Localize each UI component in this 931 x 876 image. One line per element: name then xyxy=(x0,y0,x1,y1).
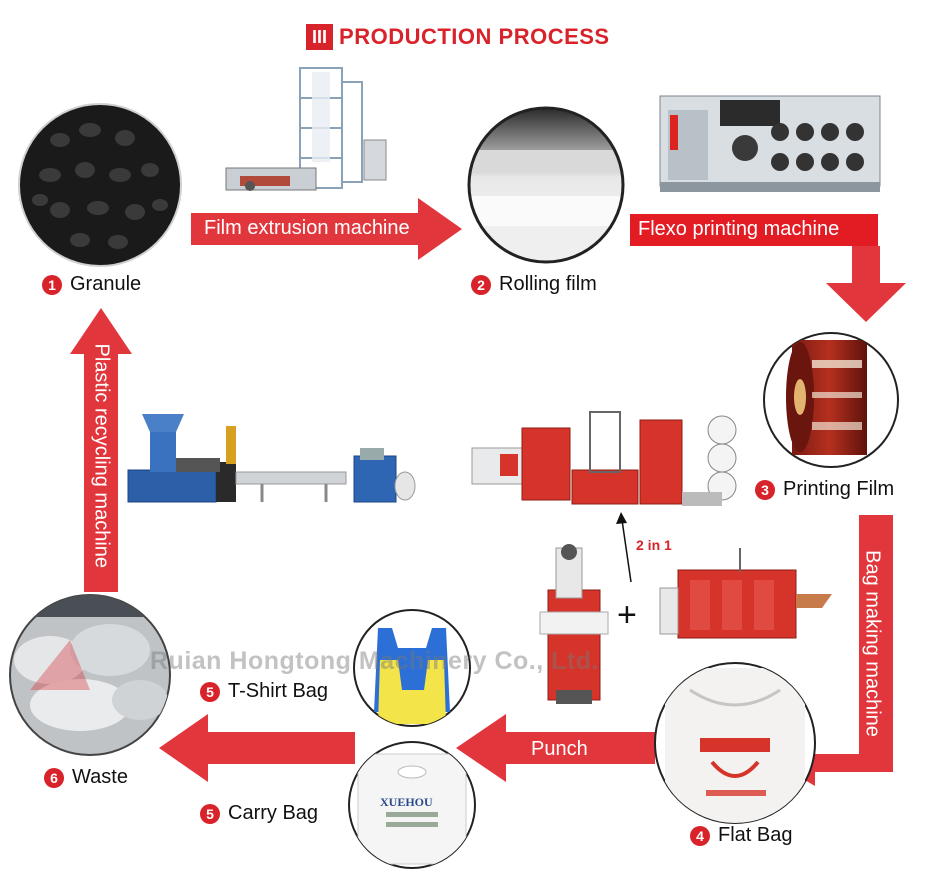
flat-bag-image xyxy=(654,662,816,824)
step-number: 5 xyxy=(200,681,220,702)
film-extrusion-machine-image xyxy=(225,67,387,191)
title-badge: III xyxy=(306,24,334,50)
arrow-waste xyxy=(159,714,355,782)
printing-film-image xyxy=(763,332,899,468)
title-text: PRODUCTION PROCESS xyxy=(339,24,610,49)
step-rolling-film: 2 Rolling film xyxy=(471,273,597,296)
two-in-one-label: 2 in 1 xyxy=(636,537,672,553)
step-number: 4 xyxy=(690,825,710,846)
step-printing-film: 3 Printing Film xyxy=(755,478,894,501)
step-number: 1 xyxy=(42,274,62,295)
step-carry-bag: 5 Carry Bag xyxy=(200,802,318,825)
step-label: T-Shirt Bag xyxy=(228,680,329,702)
step-label: Rolling film xyxy=(499,273,597,295)
step-label: Flat Bag xyxy=(718,824,793,846)
two-in-one-arrow xyxy=(616,512,632,583)
flexo-arrow-label: Flexo printing machine xyxy=(638,218,840,240)
carry-bag-image xyxy=(348,741,476,869)
punch-arrow-label: Punch xyxy=(531,738,588,760)
arrow-flexo-down xyxy=(630,214,906,322)
step-label: Carry Bag xyxy=(228,802,319,824)
step-flat-bag: 4 Flat Bag xyxy=(690,824,792,847)
flexo-printing-machine-image xyxy=(659,95,881,192)
step-number: 6 xyxy=(44,767,64,788)
page-title: III PRODUCTION PROCESS xyxy=(306,24,610,50)
granule-image xyxy=(18,103,182,267)
step-t-shirt-bag: 5 T-Shirt Bag xyxy=(200,680,328,703)
bag-making-machine-image xyxy=(471,411,737,506)
side-sealing-machine-image xyxy=(659,548,832,639)
step-label: Waste xyxy=(72,766,128,788)
carry-bag-brand: XUEHOU xyxy=(380,795,433,809)
recycling-arrow-label: Plastic recycling machine xyxy=(90,343,113,569)
arrow-recycling-up xyxy=(70,308,132,592)
plastic-recycling-machine-image xyxy=(127,414,416,503)
waste-image xyxy=(9,594,171,756)
arrow-punch xyxy=(456,714,655,782)
step-label: Granule xyxy=(70,273,142,295)
step-number: 5 xyxy=(200,803,220,824)
arrow-bag-making xyxy=(776,515,893,786)
watermark: Ruian Hongtong Machinery Co., Ltd. xyxy=(150,647,599,675)
extrusion-arrow-label: Film extrusion machine xyxy=(204,217,410,239)
plus-sign: + xyxy=(617,596,637,634)
bag-making-arrow-label: Bag making machine xyxy=(861,550,884,737)
rolling-film-image xyxy=(467,106,625,264)
arrow-extrusion xyxy=(191,198,462,260)
t-shirt-bag-image xyxy=(353,609,471,727)
step-number: 2 xyxy=(471,274,491,295)
step-waste: 6 Waste xyxy=(44,766,128,789)
step-number: 3 xyxy=(755,479,775,500)
punch-machine-image xyxy=(539,544,609,704)
step-granule: 1 Granule xyxy=(42,273,141,296)
step-label: Printing Film xyxy=(783,478,895,500)
